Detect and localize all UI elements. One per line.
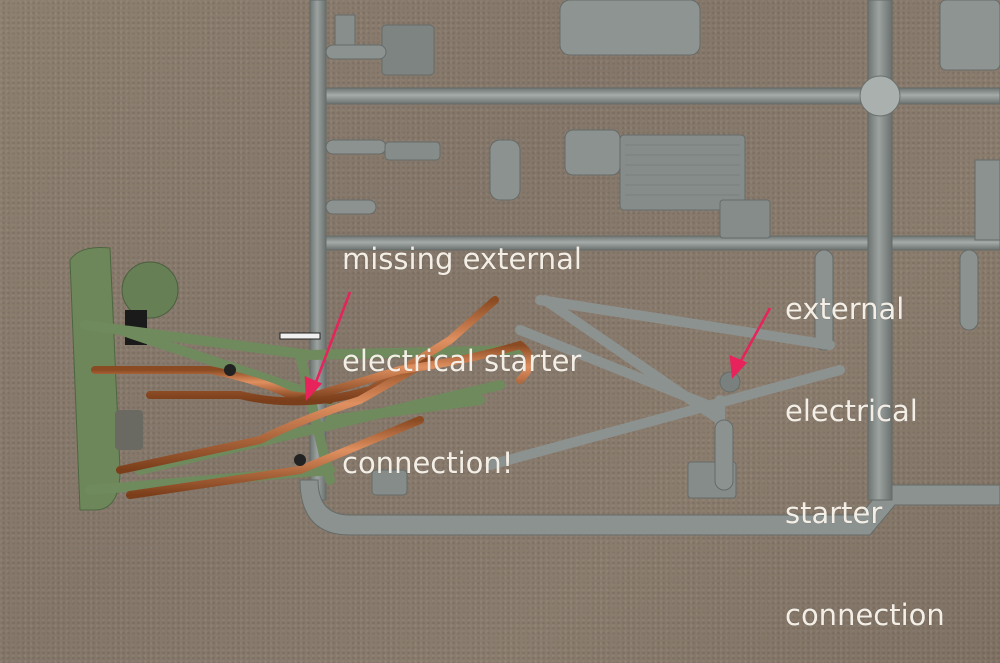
annotation-line: electrical: [785, 394, 918, 428]
sprue: [299, 0, 1000, 536]
copper-pipes: [91, 296, 534, 499]
engine-mount-frame: [69, 247, 534, 511]
arrow-external: [735, 307, 772, 369]
annotation-line: starter: [785, 496, 883, 530]
annotation-line: external: [785, 292, 905, 326]
annotation-missing-connection: missing external electrical starter conn…: [342, 174, 582, 548]
annotation-line: connection: [785, 598, 945, 632]
arrow-missing: [311, 291, 352, 391]
annotation-line: electrical starter: [342, 344, 582, 378]
annotation-line: connection!: [342, 446, 514, 480]
annotation-external-connection: external electrical starter connection: [785, 224, 945, 663]
annotation-arrows: [304, 291, 772, 402]
arrow-head-external-icon: [729, 355, 748, 379]
arrow-head-missing-icon: [304, 376, 323, 402]
annotation-line: missing external: [342, 242, 582, 276]
